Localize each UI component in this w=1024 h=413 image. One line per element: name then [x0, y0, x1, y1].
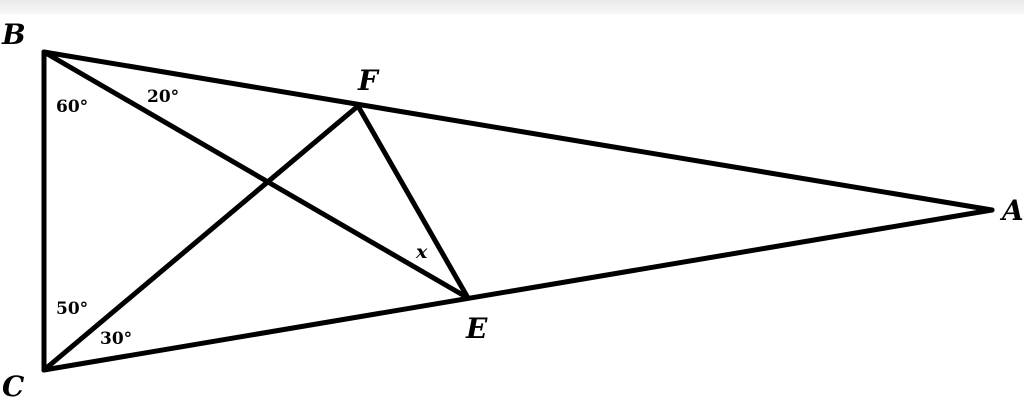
vertex-label-c: C [2, 370, 25, 403]
segment-be [41, 49, 471, 301]
angle-label-fca: 30° [100, 329, 132, 349]
angle-label-cbe: 60° [56, 97, 88, 117]
vertex-label-f: F [357, 64, 380, 97]
angle-label-eba: 20° [147, 87, 179, 107]
segment-fe [355, 103, 471, 301]
segment-cf [41, 103, 361, 373]
vertex-label-a: A [999, 194, 1024, 227]
segment-ca [41, 207, 995, 373]
vertex-label-e: E [465, 312, 488, 345]
top-edge-strip [0, 0, 1024, 14]
segment-ba [41, 49, 995, 213]
angle-label-bcf: 50° [56, 299, 88, 319]
angle-label-x: x [415, 241, 428, 263]
vertex-label-b: B [1, 18, 26, 51]
